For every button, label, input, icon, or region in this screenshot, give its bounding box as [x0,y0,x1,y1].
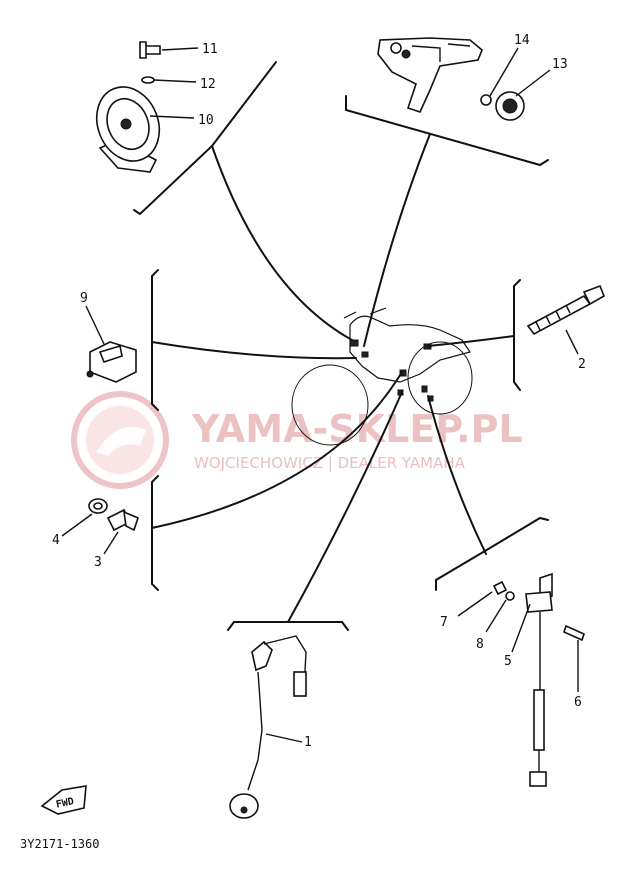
drawing-code: 3Y2171-1360 [20,837,99,851]
callout-12: 12 [200,77,216,92]
brake-switch-assembly [492,572,585,787]
callout-5: 5 [504,654,512,669]
neutral-switch [88,498,139,532]
wire-band [526,284,606,336]
callout-8: 8 [476,637,484,652]
callout-2: 2 [578,357,586,372]
flasher-relay [86,341,137,383]
headlight-bracket-assembly [377,37,525,121]
lead-wire-assembly [229,635,307,819]
callout-4: 4 [52,533,60,548]
group-frames [133,61,549,631]
fwd-label: FWD [55,796,75,811]
watermark-logo-icon [71,391,169,489]
callout-14: 14 [514,33,530,48]
horn-assembly [95,41,161,173]
callout-9: 9 [80,291,88,306]
callout-6: 6 [574,695,582,710]
callout-11: 11 [202,42,218,57]
watermark-subtitle: WOJCIECHOWICZ | DEALER YAMAHA [194,454,466,472]
callout-3: 3 [94,555,102,570]
forward-arrow-icon: FWD [40,785,87,815]
callout-leaders [61,47,579,743]
leader-lines [151,133,515,623]
callout-1: 1 [304,735,312,750]
callout-10: 10 [198,113,214,128]
callout-7: 7 [440,615,448,630]
callout-13: 13 [552,57,568,72]
callouts: 11 12 10 14 13 9 2 4 3 7 8 5 6 1 [52,33,586,750]
